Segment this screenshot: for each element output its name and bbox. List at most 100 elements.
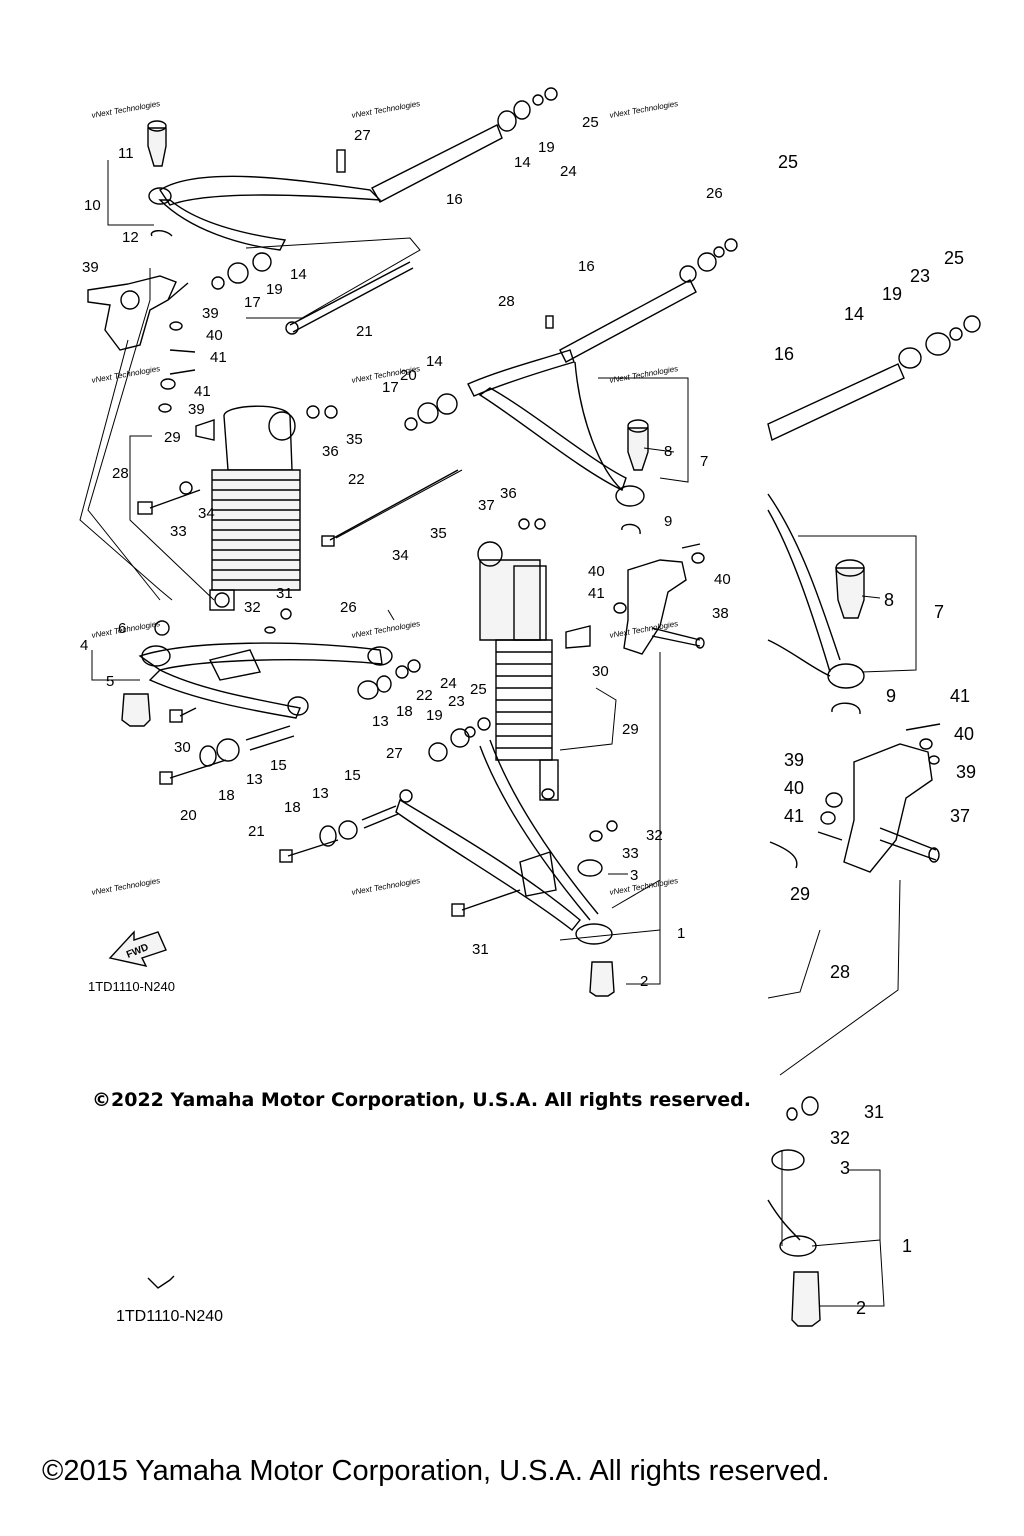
callout: 22	[348, 471, 365, 488]
watermark: vNext Technologies	[91, 876, 161, 897]
watermark: vNext Technologies	[609, 364, 679, 385]
callout: 23	[910, 266, 930, 286]
callout: 17	[382, 379, 399, 396]
callout: 30	[592, 663, 609, 680]
callout: 40	[954, 724, 974, 744]
callout: 24	[440, 675, 457, 692]
callout: 18	[218, 787, 235, 804]
lower-arm-right	[279, 717, 618, 997]
callout: 12	[122, 229, 139, 246]
callouts-main: 1 2 3 4 5 6 7 8 9 10 11 12 13 13 13 14 1…	[80, 114, 731, 990]
callout: 17	[244, 294, 261, 311]
callout: 41	[784, 806, 804, 826]
hardware-left	[158, 321, 196, 413]
callout: 36	[500, 485, 517, 502]
callout: 36	[322, 443, 339, 460]
callout: 20	[400, 367, 417, 384]
callout: 35	[346, 431, 363, 448]
callout: 32	[830, 1128, 850, 1148]
diagram-code: 1TD1110-N240	[88, 979, 175, 994]
callout: 40	[588, 563, 605, 580]
callout: 5	[106, 673, 114, 690]
upper-arm-left	[147, 120, 503, 251]
callout: 6	[118, 620, 126, 637]
lower-arm-left	[121, 620, 393, 727]
watermark: vNext Technologies	[351, 619, 421, 640]
callout: 9	[886, 686, 896, 706]
callout: 26	[706, 185, 723, 202]
knuckle-right	[613, 543, 705, 655]
callout: 39	[82, 259, 99, 276]
callout: 27	[354, 127, 371, 144]
callout: 15	[344, 767, 361, 784]
callout: 34	[198, 505, 215, 522]
callout: 29	[164, 429, 181, 446]
watermark: vNext Technologies	[609, 619, 679, 640]
callout: 21	[248, 823, 265, 840]
callout: 25	[778, 152, 798, 172]
callout: 30	[174, 739, 191, 756]
callout: 19	[426, 707, 443, 724]
callout: 31	[864, 1102, 884, 1122]
callout: 18	[284, 799, 301, 816]
callout: 16	[578, 258, 595, 275]
copyright-notice-inner: ©2022 Yamaha Motor Corporation, U.S.A. A…	[92, 1089, 751, 1111]
callout: 21	[356, 323, 373, 340]
callout: 19	[538, 139, 555, 156]
callout: 23	[448, 693, 465, 710]
callout: 14	[844, 304, 864, 324]
watermark: vNext Technologies	[351, 876, 421, 897]
callout: 2	[640, 973, 648, 990]
callout: 3	[840, 1158, 850, 1178]
callout: 10	[84, 197, 101, 214]
callout: 13	[312, 785, 329, 802]
shock-right	[477, 541, 591, 801]
callout: 16	[774, 344, 794, 364]
bushings-center	[404, 393, 546, 530]
callout: 3	[630, 867, 638, 884]
callout: 15	[270, 757, 287, 774]
callout: 32	[244, 599, 261, 616]
callout: 14	[514, 154, 531, 171]
callout: 13	[372, 713, 389, 730]
main-diagram: FWD 1 2 3 4 5 6 7	[79, 87, 738, 997]
callout: 20	[180, 807, 197, 824]
callout: 31	[276, 585, 293, 602]
callout: 41	[588, 585, 605, 602]
copyright-notice: ©2015 Yamaha Motor Corporation, U.S.A. A…	[42, 1455, 830, 1487]
shock-left	[195, 405, 301, 611]
callout: 24	[560, 163, 577, 180]
fwd-arrow-icon: FWD	[108, 930, 167, 968]
callout: 39	[784, 750, 804, 770]
watermark: vNext Technologies	[609, 99, 679, 120]
callout: 18	[396, 703, 413, 720]
diagram-code-overlay: 1TD1110-N240	[116, 1308, 224, 1325]
callout: 11	[118, 145, 134, 162]
callout: 29	[622, 721, 639, 738]
callout: 8	[664, 443, 672, 460]
callout: 19	[882, 284, 902, 304]
callout: 41	[210, 349, 227, 366]
bolts-left	[137, 405, 459, 547]
callout: 37	[478, 497, 495, 514]
callout: 34	[392, 547, 409, 564]
callout: 8	[884, 590, 894, 610]
callout: 39	[202, 305, 219, 322]
callout: 27	[386, 745, 403, 762]
callout: 28	[830, 962, 850, 982]
callout: 25	[944, 248, 964, 268]
callout: 39	[956, 762, 976, 782]
callout: 40	[784, 778, 804, 798]
callout: 4	[80, 637, 88, 654]
watermark: vNext Technologies	[91, 99, 161, 120]
callout: 38	[712, 605, 729, 622]
bushings-upper	[211, 87, 558, 335]
callout: 14	[426, 353, 443, 370]
callout: 31	[472, 941, 489, 958]
watermark: vNext Technologies	[609, 876, 679, 897]
callout: 37	[950, 806, 970, 826]
callout: 14	[290, 266, 307, 283]
callout: 28	[112, 465, 129, 482]
knuckle-left	[87, 275, 189, 351]
